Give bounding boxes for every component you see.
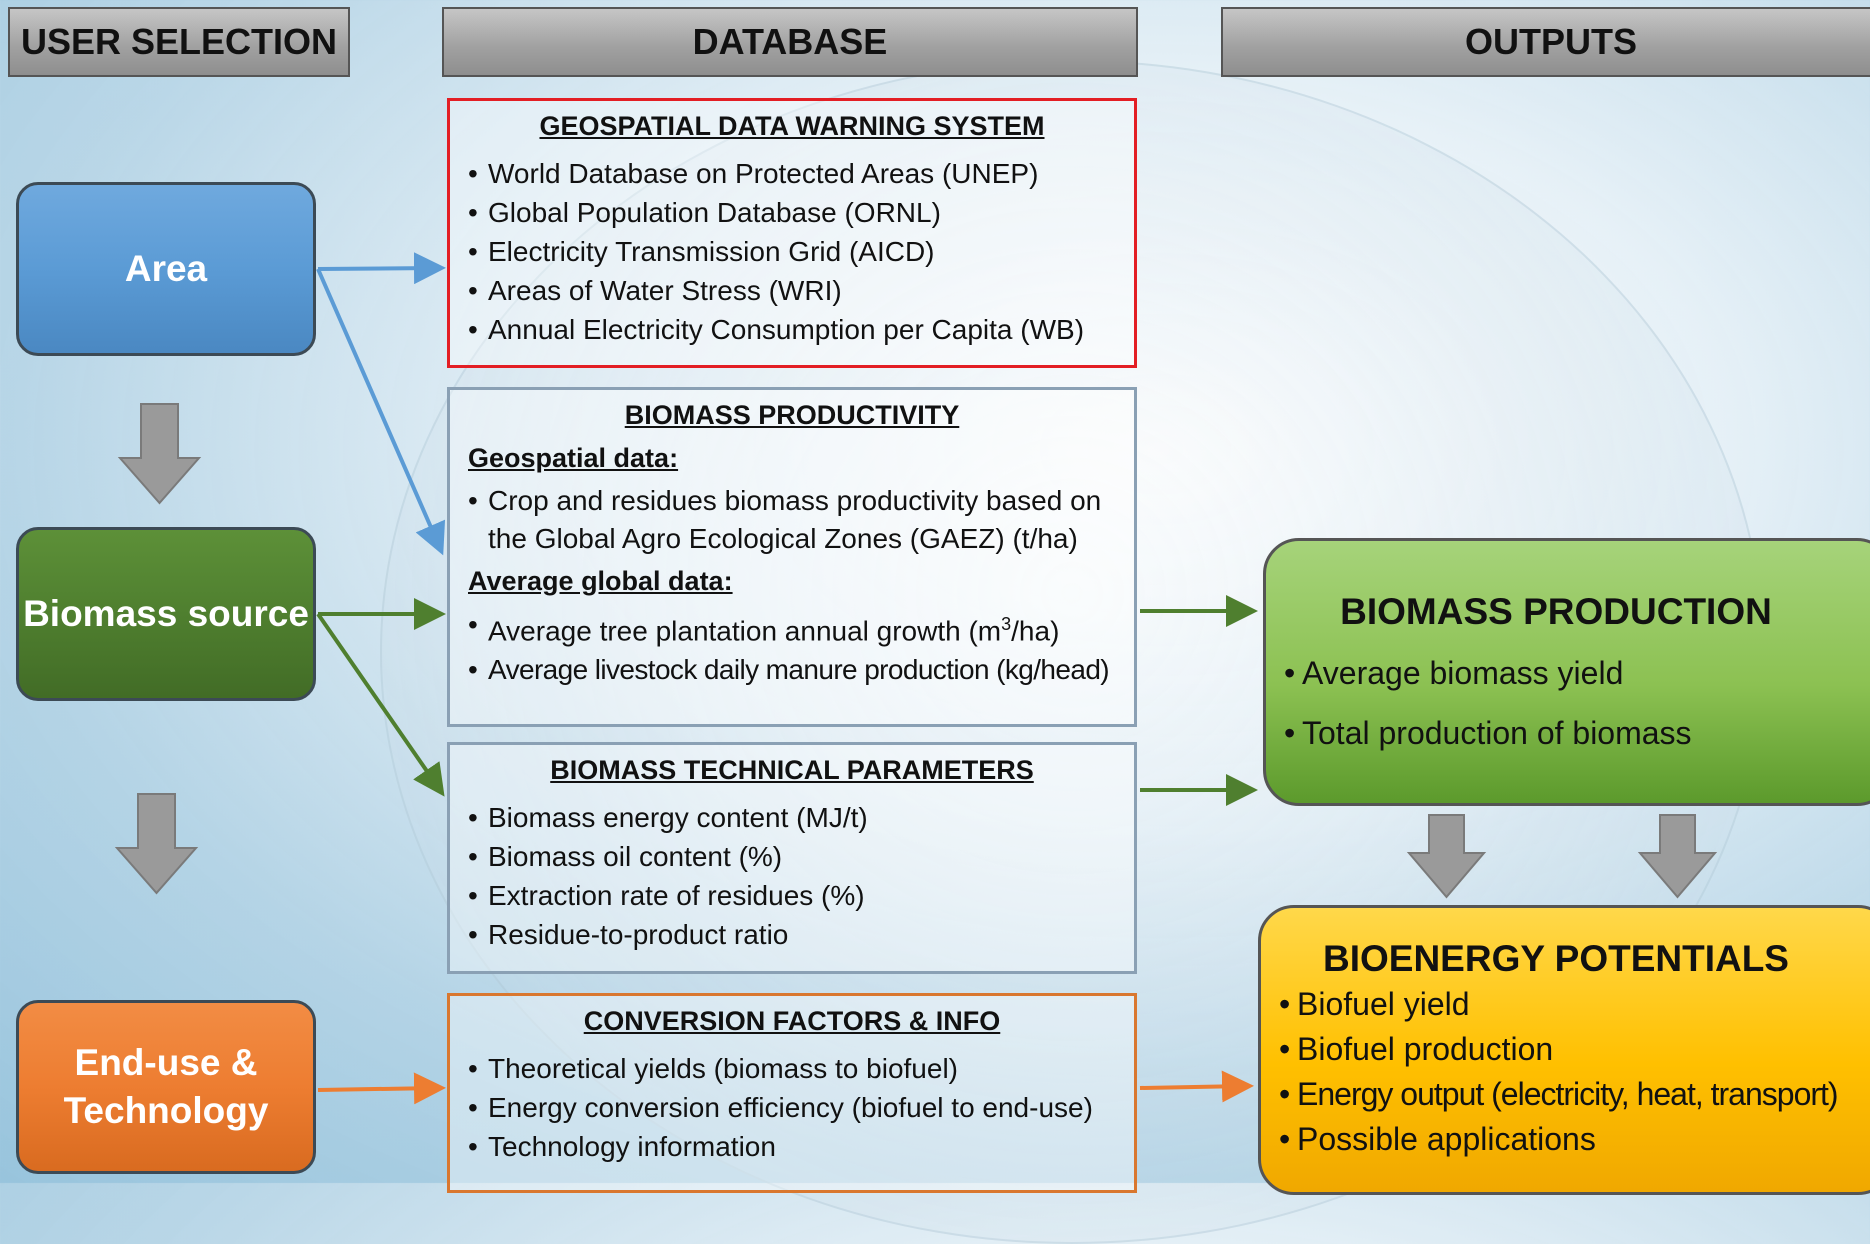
conversion-factors-list: Theoretical yields (biomass to biofuel) …: [468, 1049, 1116, 1166]
connector-overlay: [114, 252, 1718, 1105]
down-arrow-production-to-potentials-left: [1406, 814, 1487, 899]
header-user-selection-label: USER SELECTION: [20, 21, 338, 62]
biomass-productivity-title: BIOMASS PRODUCTIVITY: [624, 400, 960, 430]
warning-system-box: GEOSPATIAL DATA WARNING SYSTEM World Dat…: [447, 98, 1137, 368]
bioenergy-potentials-title: BIOENERGY POTENTIALS: [1323, 938, 1789, 979]
geospatial-data-list: Crop and residues biomass productivity b…: [468, 482, 1116, 558]
list-item: Biomass energy content (MJ/t): [468, 798, 1116, 837]
end-use-to-conversion-arrow: [317, 1072, 446, 1105]
list-item: Average tree plantation annual growth (m…: [468, 605, 1116, 650]
area-to-warning-arrow: [317, 252, 446, 285]
header-outputs-label: OUTPUTS: [1464, 21, 1637, 62]
technical-parameters-box: BIOMASS TECHNICAL PARAMETERS Biomass ene…: [447, 742, 1137, 974]
list-item: Biofuel yield: [1279, 982, 1870, 1027]
end-use-label-line1: End-use &: [74, 1041, 258, 1083]
geospatial-data-label: Geospatial data:: [468, 443, 679, 473]
bioenergy-potentials-box: BIOENERGY POTENTIALS Biofuel yield Biofu…: [1258, 905, 1870, 1195]
average-global-data-list: Average tree plantation annual growth (m…: [468, 605, 1116, 689]
down-arrow-production-to-potentials-right: [1637, 814, 1718, 899]
down-arrows: [114, 403, 1718, 899]
list-item: Crop and residues biomass productivity b…: [468, 482, 1116, 558]
list-item: Biomass oil content (%): [468, 837, 1116, 876]
biomass-production-title: BIOMASS PRODUCTION: [1340, 591, 1772, 632]
list-item: Technology information: [468, 1127, 1116, 1166]
down-arrow-source-to-end-use: [114, 793, 199, 895]
list-item: Biofuel production: [1279, 1027, 1870, 1072]
header-user-selection: USER SELECTION: [8, 7, 350, 77]
list-item: Extraction rate of residues (%): [468, 876, 1116, 915]
list-item: Electricity Transmission Grid (AICD): [468, 232, 1116, 271]
list-item: Possible applications: [1279, 1117, 1870, 1162]
warning-system-title: GEOSPATIAL DATA WARNING SYSTEM: [539, 111, 1045, 141]
conversion-factors-title: CONVERSION FACTORS & INFO: [583, 1006, 1001, 1036]
biomass-productivity-box: BIOMASS PRODUCTIVITY Geospatial data: Cr…: [447, 387, 1137, 727]
technical-parameters-title: BIOMASS TECHNICAL PARAMETERS: [550, 755, 1034, 785]
list-item: Average biomass yield: [1284, 643, 1870, 703]
header-database: DATABASE: [442, 7, 1138, 77]
list-item: Annual Electricity Consumption per Capit…: [468, 310, 1116, 349]
biomass-production-box: BIOMASS PRODUCTION Average biomass yield…: [1263, 538, 1870, 806]
header-outputs: OUTPUTS: [1221, 7, 1870, 77]
average-global-data-label: Average global data:: [468, 566, 733, 596]
list-item: Average livestock daily manure productio…: [468, 650, 1116, 689]
area-to-productivity-arrow: [316, 268, 446, 556]
list-item: Energy conversion efficiency (biofuel to…: [468, 1088, 1116, 1127]
list-item: Residue-to-product ratio: [468, 915, 1116, 954]
conversion-factors-box: CONVERSION FACTORS & INFO Theoretical yi…: [447, 993, 1137, 1193]
technical-parameters-list: Biomass energy content (MJ/t) Biomass oi…: [468, 798, 1116, 954]
biomass-source-arrows: [316, 598, 446, 797]
header-database-label: DATABASE: [692, 21, 888, 62]
superscript-3: 3: [1001, 614, 1012, 634]
list-item: Global Population Database (ORNL): [468, 193, 1116, 232]
biomass-source-box: Biomass source: [16, 527, 316, 701]
list-item: World Database on Protected Areas (UNEP): [468, 154, 1116, 193]
tree-growth-unit: /ha): [1011, 615, 1060, 647]
area-arrows: [316, 252, 446, 556]
source-to-technical-arrow: [316, 612, 445, 797]
bioenergy-potentials-list: Biofuel yield Biofuel production Energy …: [1279, 982, 1870, 1162]
biomass-source-label: Biomass source: [23, 592, 309, 634]
conversion-to-potentials-arrow: [1139, 1070, 1254, 1103]
list-item: Areas of Water Stress (WRI): [468, 271, 1116, 310]
list-item: Energy output (electricity, heat, transp…: [1279, 1072, 1870, 1117]
area-box: Area: [16, 182, 316, 356]
end-use-technology-box: End-use & Technology: [16, 1000, 316, 1174]
list-item: Total production of biomass: [1284, 703, 1870, 763]
biomass-production-list: Average biomass yield Total production o…: [1284, 643, 1870, 763]
list-item: Theoretical yields (biomass to biofuel): [468, 1049, 1116, 1088]
tree-growth-text: Average tree plantation annual growth (m: [488, 615, 1002, 647]
end-use-label-line2: Technology: [63, 1090, 269, 1131]
area-label: Area: [124, 247, 208, 289]
down-arrow-area-to-source: [117, 403, 202, 505]
warning-system-list: World Database on Protected Areas (UNEP)…: [468, 154, 1116, 349]
